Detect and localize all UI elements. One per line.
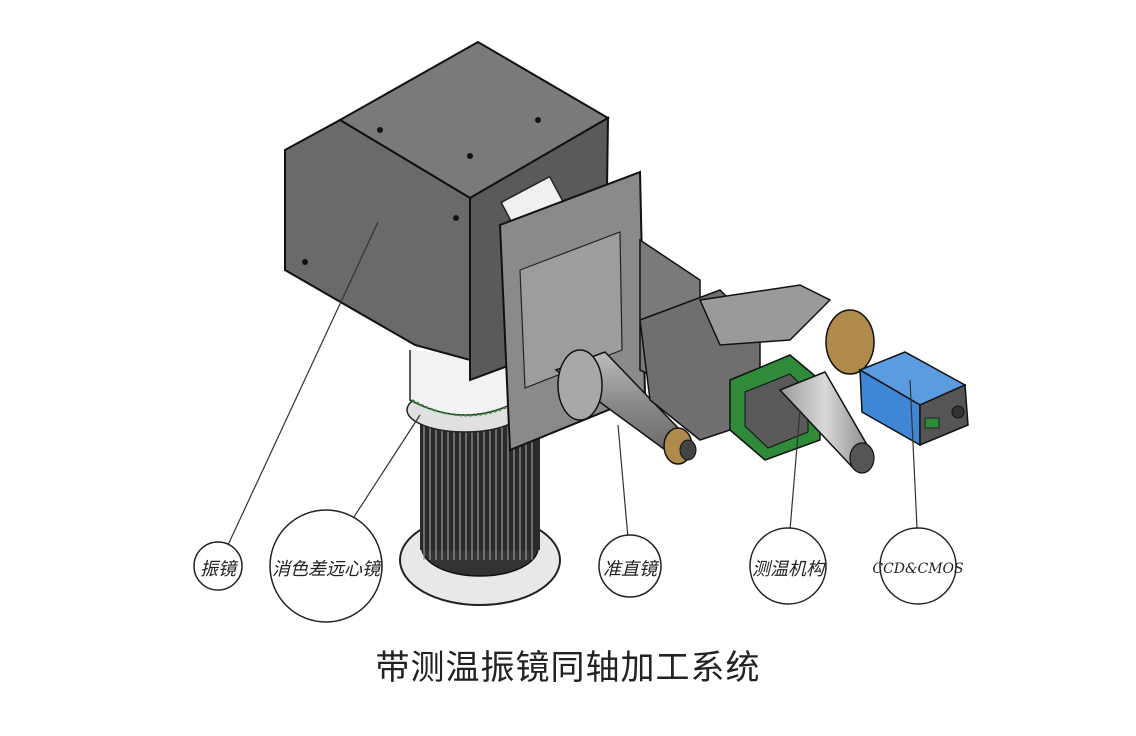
callout-galvo: 振镜: [193, 541, 243, 591]
label-galvo: 振镜: [200, 559, 239, 580]
callout-telecentric: 消色差远心镜: [269, 509, 383, 623]
label-camera: CCD&CMOS: [872, 561, 963, 577]
label-collimator: 准直镜: [603, 559, 660, 580]
figure-caption: 带测温振镜同轴加工系统: [375, 648, 761, 688]
callout-collimator: 准直镜: [598, 534, 662, 598]
callout-camera: CCD&CMOS: [872, 527, 964, 605]
label-telecentric: 消色差远心镜: [272, 559, 383, 580]
leader-lines: [227, 221, 918, 546]
label-temp-module: 测温机构: [752, 559, 826, 580]
telecentric-lens-assembly: [399, 350, 561, 606]
camera-module: [858, 351, 969, 447]
callout-temp-module: 测温机构: [749, 527, 827, 605]
